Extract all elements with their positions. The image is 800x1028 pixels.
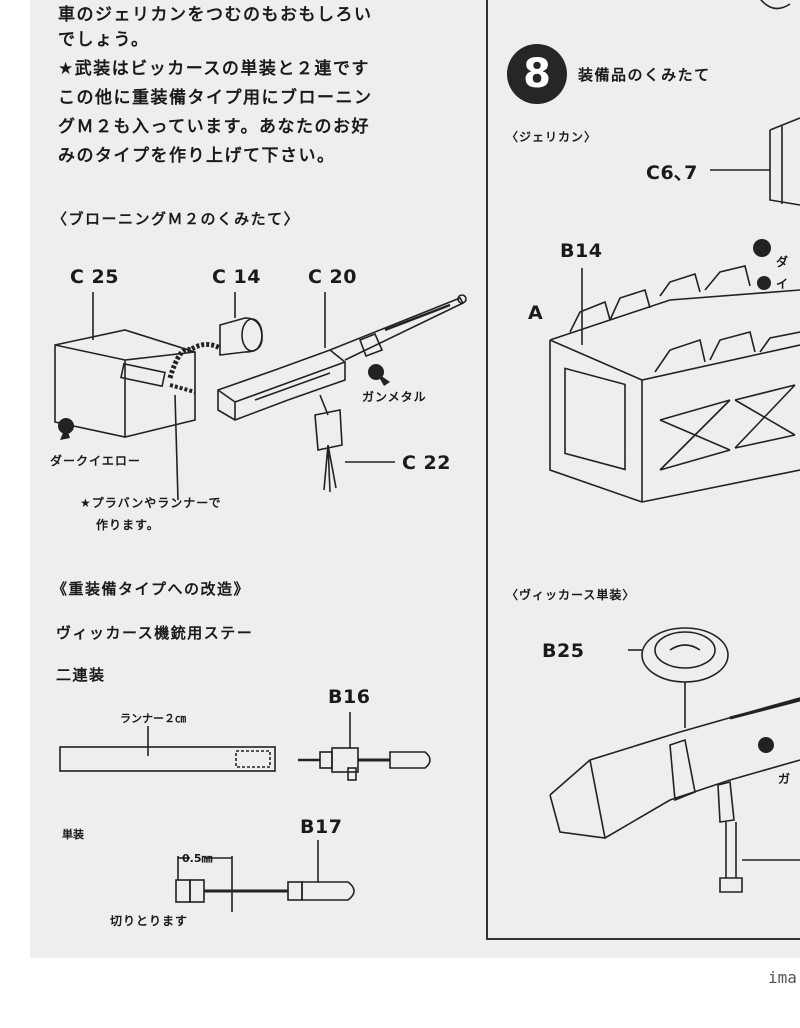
browning-m2-diagram [54,292,467,501]
circle-fragment-icon [760,0,791,10]
label-b25: B25 [542,640,585,662]
dark-yellow-label: ダークイエロー [50,454,141,468]
label-b14: B14 [560,240,603,262]
cut-char-i: イ [776,277,790,291]
step-number-badge: 8 [507,44,567,104]
label-a: A [528,302,544,324]
paragraph-line-5: グＭ２も入っています。あなたのお好 [58,117,370,137]
gunmetal-label: ガンメタル [362,390,427,404]
jerrycan-rack-diagram [549,117,800,503]
label-c20: C 20 [308,266,357,288]
twin-mount-parts [59,712,431,912]
footer-text: ima [768,968,797,987]
half-mm-label: 0.5㎜ [182,852,213,865]
cut-char-ga: ガ [778,772,792,786]
step-8-panel [486,0,800,940]
paragraph-line-3: ★武装はビッカースの単装と２連です [58,59,370,79]
single-mount-label: 単装 [62,828,84,841]
label-c25: C 25 [70,266,119,288]
plaban-note-line-1: ★プラバンやランナーで [80,496,222,510]
vickers-stay-label: ヴィッカース機銃用ステー [56,624,254,642]
instruction-illustrations [54,117,800,912]
modification-heading: 《重装備タイプへの改造》 [52,580,251,598]
step-title: 装備品のくみたて [578,66,711,84]
vickers-single-diagram [549,627,800,893]
label-c6-7: C6､7 [646,162,698,184]
jerrycan-heading: 〈ジェリカン〉 [506,130,598,144]
paragraph-line-6: みのタイプを作り上げて下さい。 [58,146,336,166]
plaban-note-line-2: 作ります。 [96,518,160,532]
label-c14: C 14 [212,266,261,288]
label-c22: C 22 [402,452,451,474]
twin-mount-label: 二連装 [56,666,106,684]
label-b16: B16 [328,686,371,708]
paragraph-line-1: 車のジェリカンをつむのもおもしろい [58,5,373,25]
cut-off-label: 切りとります [110,914,189,928]
paragraph-line-2: でしょう。 [58,30,150,50]
runner-label: ランナー２㎝ [120,712,186,725]
scanned-manual-page: 車のジェリカンをつむのもおもしろい でしょう。 ★武装はビッカースの単装と２連で… [30,0,800,958]
paint-markers [58,239,774,753]
paragraph-line-4: この他に重装備タイプ用にブローニン [58,88,373,108]
label-b17: B17 [300,816,343,838]
vickers-single-heading: 〈ヴィッカース単装〉 [506,588,636,602]
browning-heading: 〈ブローニングＭ２のくみたて〉 [52,210,301,228]
cut-char-da: ダ [776,255,790,269]
